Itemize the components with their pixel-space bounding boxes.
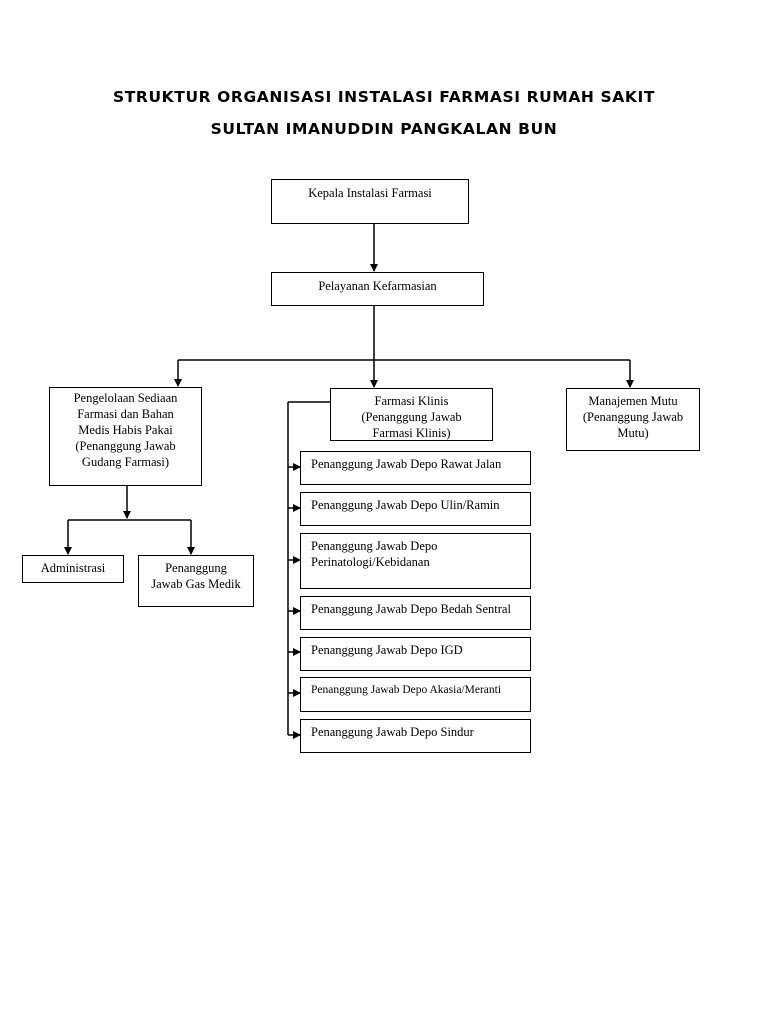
node-label: Pelayanan Kefarmasian <box>318 279 437 293</box>
node-label: Penanggung Jawab Depo Bedah Sentral <box>311 602 511 616</box>
node-label: Penanggung Jawab Depo Akasia/Meranti <box>311 684 502 696</box>
node-label: Penanggung Jawab Depo IGD <box>311 643 463 657</box>
node-label: Penanggung Jawab Depo Perinatologi/Kebid… <box>311 539 438 569</box>
node-depo-bedah-sentral: Penanggung Jawab Depo Bedah Sentral <box>300 596 531 630</box>
chart-title-line-1: STRUKTUR ORGANISASI INSTALASI FARMASI RU… <box>113 88 655 106</box>
node-label: Pengelolaan Sediaan Farmasi dan Bahan Me… <box>73 391 178 469</box>
node-depo-ulin-ramin: Penanggung Jawab Depo Ulin/Ramin <box>300 492 531 526</box>
node-label: Penanggung Jawab Depo Rawat Jalan <box>311 457 502 471</box>
node-administrasi: Administrasi <box>22 555 124 583</box>
node-depo-sindur: Penanggung Jawab Depo Sindur <box>300 719 531 753</box>
node-gas-medik: Penanggung Jawab Gas Medik <box>138 555 254 607</box>
node-manajemen-mutu: Manajemen Mutu (Penanggung Jawab Mutu) <box>566 388 700 451</box>
node-depo-igd: Penanggung Jawab Depo IGD <box>300 637 531 671</box>
node-depo-rawat-jalan: Penanggung Jawab Depo Rawat Jalan <box>300 451 531 485</box>
node-label: Farmasi Klinis (Penanggung Jawab Farmasi… <box>361 394 462 440</box>
chart-title-line-2: SULTAN IMANUDDIN PANGKALAN BUN <box>210 120 558 138</box>
node-depo-akasia-meranti: Penanggung Jawab Depo Akasia/Meranti <box>300 677 531 712</box>
node-pelayanan-kefarmasian: Pelayanan Kefarmasian <box>271 272 484 306</box>
node-label: Penanggung Jawab Depo Sindur <box>311 725 474 739</box>
node-pengelolaan-sediaan: Pengelolaan Sediaan Farmasi dan Bahan Me… <box>49 387 202 486</box>
node-label: Administrasi <box>40 561 106 575</box>
node-label: Penanggung Jawab Depo Ulin/Ramin <box>311 498 500 512</box>
node-depo-perinatologi: Penanggung Jawab Depo Perinatologi/Kebid… <box>300 533 531 589</box>
node-kepala-instalasi-farmasi: Kepala Instalasi Farmasi <box>271 179 469 224</box>
node-farmasi-klinis: Farmasi Klinis (Penanggung Jawab Farmasi… <box>330 388 493 441</box>
node-label: Manajemen Mutu (Penanggung Jawab Mutu) <box>582 394 684 440</box>
node-label: Kepala Instalasi Farmasi <box>308 186 432 200</box>
node-label: Penanggung Jawab Gas Medik <box>151 561 241 591</box>
